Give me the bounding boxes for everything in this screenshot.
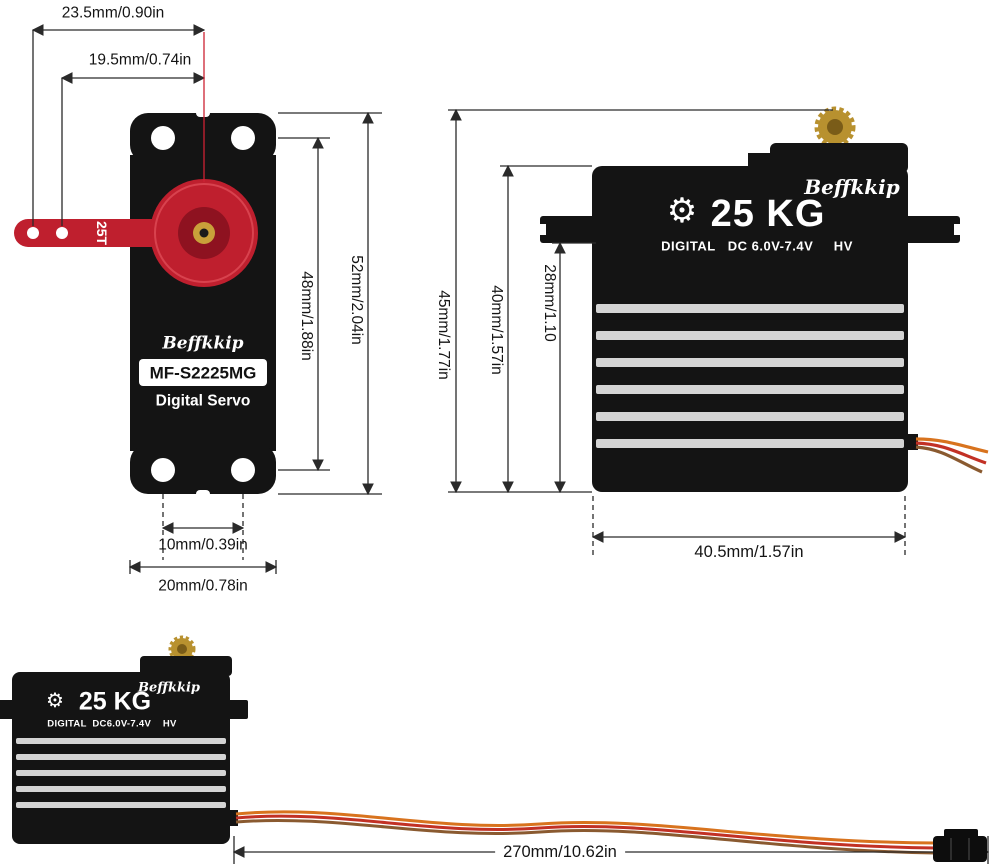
model-number-label: MF-S2225MG [149,363,257,383]
dim-label-body-length: 40.5mm/1.57in [694,542,804,561]
top-mount-flange [130,113,276,163]
dim-label-below-flange: 28mm/1.10 [540,264,558,342]
arm-spline-label: 25T [94,220,110,246]
voltage-spec-label: DIGITAL DC6.0V-7.4V HV [47,718,177,730]
servo-type-label: Digital Servo [155,392,251,410]
arm-hole [27,227,39,239]
wire-red [915,441,987,465]
cable-brown [235,818,936,855]
flange-notch [196,490,210,498]
torque-rating-label: 25 KG [78,687,152,716]
gear-housing-small [140,656,232,676]
arm-hub-ring [154,183,254,283]
gear-logo-icon: ⚙ [46,690,64,712]
heatsink-stripes-small [16,738,226,808]
servo-cable [235,810,936,855]
cable-orange [235,810,936,845]
dim-label-body-height: 52mm/2.04in [347,255,365,345]
dim-label-body-width: 20mm/0.78in [158,577,248,595]
flange-slot [540,224,546,235]
brand-logo-text: Beffkkip [137,680,201,696]
voltage-spec-label: DIGITAL DC 6.0V-7.4V HV [661,238,853,254]
gear-housing [770,143,908,173]
left-mount-flange [540,216,600,243]
servo-case-side [592,166,908,492]
front-view-servo [14,109,276,498]
model-label-plate [139,359,267,386]
dim-label-arm-hole2: 19.5mm/0.74in [88,51,192,69]
gear-logo-icon: ⚙ [666,192,698,230]
left-mount-flange-small [0,700,14,719]
center-screw-hole [199,228,209,238]
wire-sleeve [906,434,918,450]
side-view-dimensions [448,108,907,558]
brand-logo-text: Beffkkip [804,175,900,199]
wire-orange [915,437,989,454]
flange-slot [954,224,960,235]
dim-label-bottom-hole-span: 10mm/0.39in [158,536,248,554]
dim-label-mount-hole-span: 48mm/1.88in [297,271,315,361]
servo-arm [14,179,258,287]
side-view-servo [540,106,989,492]
torque-rating-label: 25 KG [710,193,826,235]
mount-hole [231,458,255,482]
wire-sleeve-small [226,810,238,826]
servo-wire [915,437,989,474]
mount-hole [231,126,255,150]
flange-notch [196,109,210,117]
wire-brown [915,445,983,474]
mount-hole [151,126,175,150]
dim-label-arm-hole1: 23.5mm/0.90in [61,4,165,22]
heatsink-stripes [596,304,904,448]
right-mount-flange-small [226,700,248,719]
dim-label-case-height: 40mm/1.57in [487,285,505,375]
dim-label-cable-length: 270mm/10.62in [495,841,625,863]
right-mount-flange [900,216,960,243]
cable-red [235,814,936,850]
cable-view-servo [0,635,936,855]
dim-label-total-height: 45mm/1.77in [434,290,452,380]
cable-connector [933,829,987,862]
mount-hole [151,458,175,482]
arm-hole [56,227,68,239]
front-view-dimensions [31,24,382,574]
bottom-mount-flange [130,444,276,494]
brand-logo-text: Beffkkip [162,333,244,354]
output-gear [814,106,856,148]
